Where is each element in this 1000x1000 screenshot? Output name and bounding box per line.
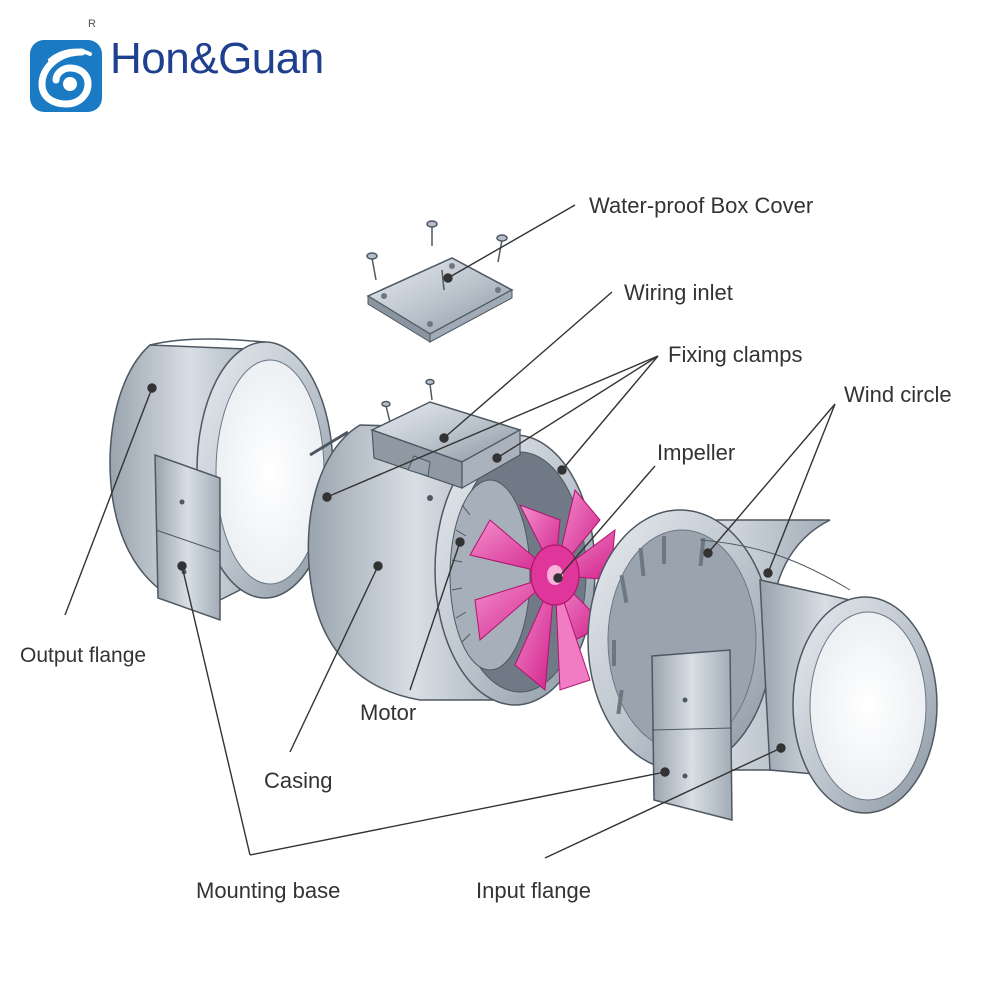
casing-part (307, 378, 596, 706)
label-wiring-inlet: Wiring inlet (624, 280, 733, 305)
box-cover-part (366, 257, 514, 343)
leader-wiring-inlet (443, 291, 613, 439)
leader-dot-wind-circle-a (703, 548, 713, 558)
leader-lines (64, 204, 836, 859)
leader-output-flange (64, 387, 153, 616)
leader-wind-circle-b (767, 403, 836, 574)
leader-mounting-base-a (181, 565, 251, 856)
label-casing: Casing (264, 768, 333, 793)
brand-name: Hon&Guan (110, 34, 324, 83)
screw-part (366, 220, 508, 291)
label-wind-circle: Wind circle (844, 382, 952, 407)
registered-mark: R (88, 18, 96, 30)
leader-dot-fixing-clamps-b (492, 453, 502, 463)
label-input-flange: Input flange (476, 878, 591, 903)
output-flange-part (109, 338, 349, 622)
label-impeller: Impeller (657, 440, 736, 465)
leader-dot-fixing-clamps-a (322, 492, 332, 502)
leader-dot-casing (373, 561, 383, 571)
input-flange-part (587, 509, 938, 821)
leader-fixing-clamps-a (326, 355, 659, 498)
leader-dot-wind-circle-b (763, 568, 773, 578)
leader-box-cover (447, 204, 576, 279)
label-box-cover: Water-proof Box Cover (589, 193, 814, 218)
label-output-flange: Output flange (20, 644, 147, 667)
leader-casing (289, 565, 379, 753)
leader-dot-wiring-inlet (439, 433, 449, 443)
leader-wind-circle-a (707, 403, 836, 554)
leader-dot-output-flange (147, 383, 157, 393)
leader-dot-box-cover (443, 273, 453, 283)
leader-dot-mounting-base-a (177, 561, 187, 571)
leader-motor (409, 541, 461, 691)
leader-dot-input-flange (776, 743, 786, 753)
brand-logo: R Hon&Guan (28, 18, 368, 116)
leader-mounting-base-b (249, 771, 666, 856)
leader-dot-mounting-base-b (660, 767, 670, 777)
leader-fixing-clamps-c (561, 355, 659, 471)
label-fixing-clamps: Fixing clamps (668, 342, 803, 367)
leader-input-flange (544, 747, 782, 859)
hon-guan-logo-icon (30, 40, 102, 112)
leader-dot-motor (455, 537, 465, 547)
leader-impeller (557, 465, 656, 579)
leader-dot-fixing-clamps-c (557, 465, 567, 475)
leader-fixing-clamps-b (496, 355, 659, 459)
label-mounting-base: Mounting base (196, 878, 341, 903)
label-motor: Motor (360, 700, 417, 725)
leader-dot-impeller (553, 573, 563, 583)
